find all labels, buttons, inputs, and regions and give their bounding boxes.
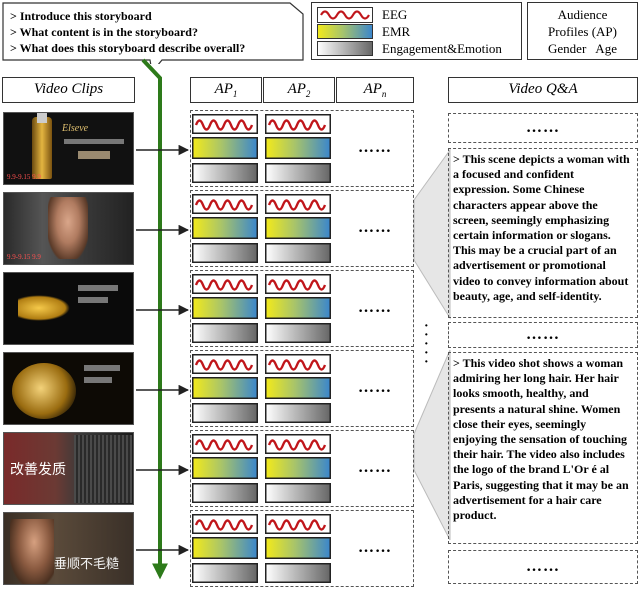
emr-signal-ap1 bbox=[192, 377, 258, 399]
eeg-signal-ap2 bbox=[265, 514, 331, 534]
audience-line-1: Audience bbox=[557, 7, 608, 22]
video-clip-6: 垂顺不毛糙 bbox=[3, 512, 134, 585]
emr-signal-ap2 bbox=[265, 457, 331, 479]
qa-dots-mid: …… bbox=[448, 322, 638, 348]
engagement-signal-ap2 bbox=[265, 163, 331, 183]
legend: EEG EMR Engagement&Emotion bbox=[311, 2, 522, 60]
signal-row bbox=[190, 190, 414, 267]
clip-1-caption: 9.9-9.15 9.9 bbox=[7, 173, 41, 181]
eeg-signal-ap1 bbox=[192, 194, 258, 214]
engagement-signal-ap2 bbox=[265, 323, 331, 343]
engagement-signal-ap1 bbox=[192, 163, 258, 183]
apn-ellipsis: …… bbox=[358, 219, 392, 236]
audience-line-2: Profiles (AP) bbox=[548, 24, 617, 39]
signal-row bbox=[190, 270, 414, 347]
video-clip-1: Elseve 9.9-9.15 9.9 bbox=[3, 112, 134, 185]
header-apn: APn bbox=[336, 77, 414, 103]
engagement-signal-ap2 bbox=[265, 563, 331, 583]
vertical-ellipsis: ····· bbox=[424, 319, 429, 370]
clip-6-caption: 垂顺不毛糙 bbox=[54, 557, 120, 572]
emr-legend-label: EMR bbox=[382, 24, 411, 39]
eeg-signal-ap2 bbox=[265, 434, 331, 454]
emr-signal-ap1 bbox=[192, 457, 258, 479]
engagement-legend-label: Engagement&Emotion bbox=[382, 41, 502, 56]
eeg-signal-ap2 bbox=[265, 114, 331, 134]
video-clip-3 bbox=[3, 272, 134, 345]
emr-signal-ap2 bbox=[265, 137, 331, 159]
signal-row bbox=[190, 110, 414, 187]
apn-ellipsis: …… bbox=[358, 379, 392, 396]
emr-signal-ap2 bbox=[265, 217, 331, 239]
emr-signal-ap1 bbox=[192, 297, 258, 319]
video-clip-2: 9.9-9.15 9.9 bbox=[3, 192, 134, 265]
qa-answer-1: > This scene depicts a woman with a focu… bbox=[448, 148, 638, 318]
engagement-signal-ap2 bbox=[265, 243, 331, 263]
clip-1-title: Elseve bbox=[62, 123, 89, 134]
emr-signal-ap1 bbox=[192, 137, 258, 159]
emr-signal-ap1 bbox=[192, 537, 258, 559]
engagement-signal-ap1 bbox=[192, 483, 258, 503]
header-ap1: AP1 bbox=[190, 77, 262, 103]
emr-legend-swatch bbox=[317, 24, 373, 39]
apn-ellipsis: …… bbox=[358, 139, 392, 156]
eeg-signal-ap1 bbox=[192, 114, 258, 134]
engagement-signal-ap2 bbox=[265, 483, 331, 503]
apn-ellipsis: …… bbox=[358, 299, 392, 316]
clip-2-caption: 9.9-9.15 9.9 bbox=[7, 253, 41, 261]
header-video-clips: Video Clips bbox=[2, 77, 135, 103]
signal-row bbox=[190, 510, 414, 587]
question-1: > Introduce this storyboard bbox=[10, 9, 152, 23]
emr-signal-ap2 bbox=[265, 537, 331, 559]
video-clip-5: 改善发质 bbox=[3, 432, 134, 505]
eeg-legend-label: EEG bbox=[382, 7, 408, 22]
question-3: > What does this storyboard describe ove… bbox=[10, 41, 246, 55]
emr-signal-ap2 bbox=[265, 297, 331, 319]
signal-row bbox=[190, 350, 414, 427]
emr-signal-ap1 bbox=[192, 217, 258, 239]
engagement-legend-swatch bbox=[317, 41, 373, 56]
eeg-signal-ap1 bbox=[192, 514, 258, 534]
engagement-signal-ap1 bbox=[192, 243, 258, 263]
audience-profile-box: Audience Profiles (AP) Gender Age bbox=[527, 2, 638, 60]
apn-ellipsis: …… bbox=[358, 539, 392, 556]
question-2: > What content is in the storyboard? bbox=[10, 25, 198, 39]
eeg-signal-ap1 bbox=[192, 274, 258, 294]
eeg-legend-swatch bbox=[317, 7, 373, 23]
video-clip-4 bbox=[3, 352, 134, 425]
eeg-signal-ap2 bbox=[265, 354, 331, 374]
engagement-signal-ap1 bbox=[192, 403, 258, 423]
signal-row bbox=[190, 430, 414, 507]
header-ap2: AP2 bbox=[263, 77, 335, 103]
clip-5-caption: 改善发质 bbox=[10, 462, 66, 478]
qa-dots-top: …… bbox=[448, 113, 638, 143]
eeg-signal-ap1 bbox=[192, 354, 258, 374]
eeg-signal-ap2 bbox=[265, 194, 331, 214]
audience-line-3: Gender Age bbox=[548, 41, 617, 56]
eeg-signal-ap1 bbox=[192, 434, 258, 454]
engagement-signal-ap2 bbox=[265, 403, 331, 423]
emr-signal-ap2 bbox=[265, 377, 331, 399]
engagement-signal-ap1 bbox=[192, 323, 258, 343]
eeg-signal-ap2 bbox=[265, 274, 331, 294]
apn-ellipsis: …… bbox=[358, 459, 392, 476]
qa-dots-bottom: …… bbox=[448, 550, 638, 584]
qa-answer-2: > This video shot shows a woman admiring… bbox=[448, 352, 638, 544]
engagement-signal-ap1 bbox=[192, 563, 258, 583]
question-bubble: > Introduce this storyboard > What conte… bbox=[2, 2, 304, 64]
header-video-qa: Video Q&A bbox=[448, 77, 638, 103]
